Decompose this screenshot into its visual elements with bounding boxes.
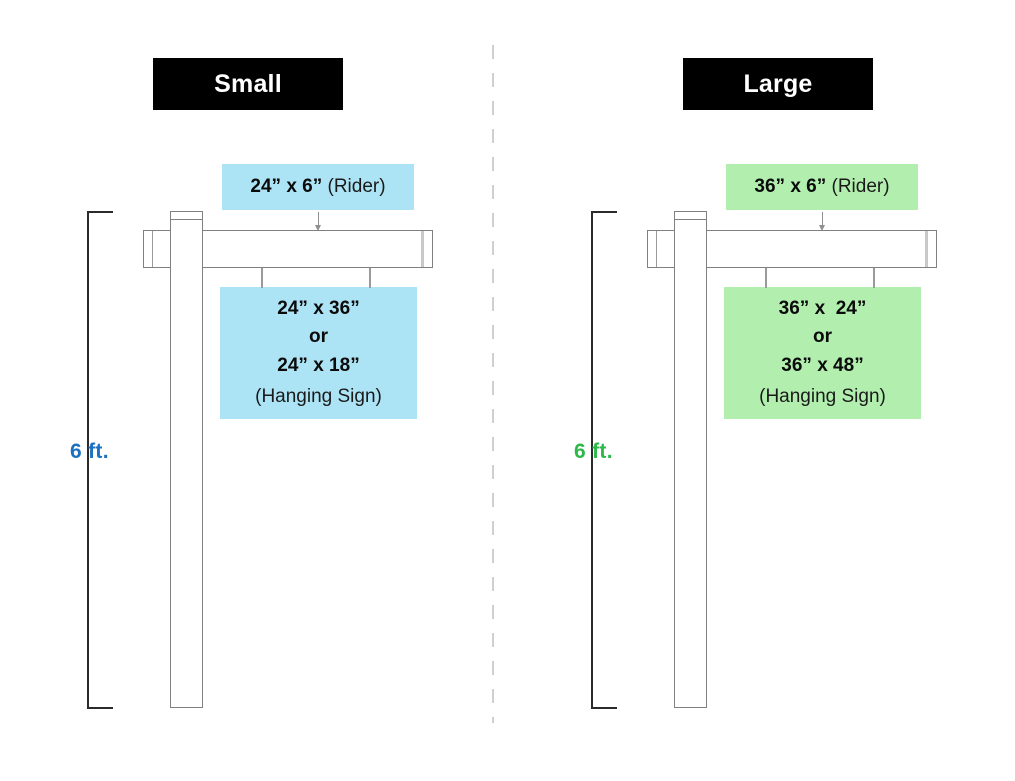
crossbar-right-cap [925,231,928,267]
bracket-top-tick [591,211,617,213]
crossbar-left-cap [656,231,657,267]
bracket-stem [87,211,89,709]
panel-divider [492,45,494,723]
rider-down-arrow-icon [314,212,323,232]
bracket-bottom-tick [87,707,113,709]
panel-small-hanger-line-left [261,268,263,288]
panel-small-sign-option-2: 24” x 18” [277,354,360,376]
panel-small-sign-note: (Hanging Sign) [255,385,382,407]
arrow-shaft [318,212,319,227]
panel-small-sign-post [170,211,203,708]
panel-large-title-bar: Large [683,58,873,110]
crossbar-left-cap [152,231,153,267]
panel-large: Large 36” x 6” (Rider) 36” x 24” or 36” … [508,0,1015,781]
panel-small-hanger-line-right [369,268,371,288]
panel-small: Small 24” x 6” (Rider) 24” x 36” or 24” … [0,0,507,781]
post-cap-line [171,219,202,220]
panel-small-sign-or: or [309,326,328,348]
panel-large-sign-note: (Hanging Sign) [759,385,886,407]
panel-large-height-label: 6 ft. [574,440,613,463]
panel-small-rider-note: (Rider) [322,176,386,197]
panel-large-height-bracket [591,211,617,709]
bracket-stem [591,211,593,709]
panel-large-sign-or: or [813,326,832,348]
arrow-head [819,225,825,231]
bracket-bottom-tick [591,707,617,709]
panel-small-hanging-sign-label: 24” x 36” or 24” x 18” (Hanging Sign) [220,287,417,419]
panel-large-sign-post [674,211,707,708]
panel-large-title: Large [743,69,813,98]
panel-small-title: Small [214,69,282,98]
post-cap-line [675,219,706,220]
panel-large-rider-dimensions: 36” x 6” [754,176,827,197]
panel-small-title-bar: Small [153,58,343,110]
panel-small-rider-dimensions: 24” x 6” [250,176,323,197]
panel-large-rider-label: 36” x 6” (Rider) [726,164,918,210]
panel-large-hanging-sign-label: 36” x 24” or 36” x 48” (Hanging Sign) [724,287,921,419]
panel-large-hanger-line-left [765,268,767,288]
panel-large-sign-option-2: 36” x 48” [781,354,864,376]
bracket-top-tick [87,211,113,213]
arrow-shaft [822,212,823,227]
arrow-head [315,225,321,231]
panel-large-sign-option-1: 36” x 24” [778,298,867,320]
panel-small-height-label: 6 ft. [70,440,109,463]
panel-small-sign-option-1: 24” x 36” [277,298,360,320]
rider-down-arrow-icon [818,212,827,232]
panel-small-height-bracket [87,211,113,709]
panel-large-hanger-line-right [873,268,875,288]
crossbar-right-cap [421,231,424,267]
panel-large-rider-note: (Rider) [826,176,890,197]
panel-small-rider-label: 24” x 6” (Rider) [222,164,414,210]
